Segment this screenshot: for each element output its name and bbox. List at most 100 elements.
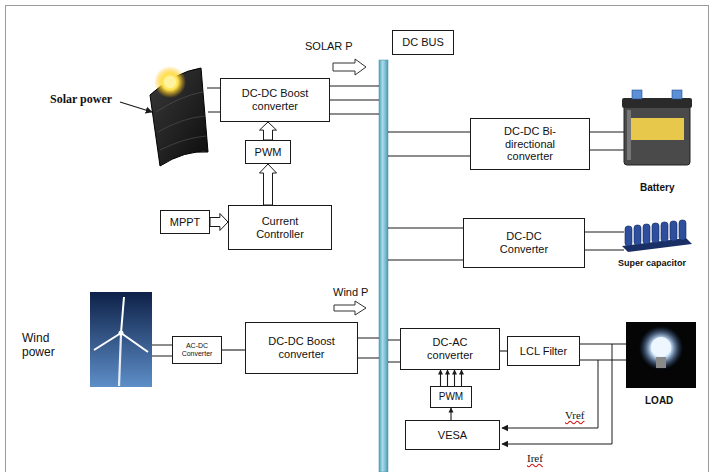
battery-lid	[622, 98, 692, 108]
wire	[152, 356, 172, 357]
turbine-tower	[119, 334, 121, 386]
block-arrow	[260, 164, 277, 205]
device-label: LOAD	[645, 395, 673, 407]
box-text: DC-DC Converter	[494, 230, 554, 255]
wire	[330, 100, 379, 101]
connector-line	[222, 349, 245, 350]
wire	[585, 250, 624, 251]
connector-line	[447, 370, 448, 386]
block-arrow	[210, 214, 228, 231]
pwm-box: PWM	[430, 386, 472, 408]
load-photo	[626, 322, 696, 388]
box-text: DC-DC Bi-directional converter	[490, 125, 570, 163]
battery-body	[624, 105, 690, 165]
box-text: Current Controller	[249, 215, 311, 240]
battery-highlight	[627, 110, 631, 160]
flow-label: Wind P	[333, 286, 368, 299]
turbine-blade	[121, 297, 124, 333]
capacitor-cell	[652, 223, 659, 243]
turbine-blade	[94, 333, 121, 350]
sun-glow	[154, 66, 186, 98]
box-text: DC BUS	[402, 36, 444, 49]
bulb	[651, 337, 671, 357]
source-label: Wind power	[22, 332, 66, 360]
connector-line	[461, 370, 462, 386]
wire	[590, 132, 624, 133]
converter-box: DC-DC Boost converter	[245, 322, 358, 374]
connector-line	[454, 370, 455, 386]
flow-label: SOLAR P	[305, 40, 353, 53]
box-text: LCL Filter	[520, 345, 567, 358]
wire	[388, 132, 470, 133]
wire	[330, 114, 379, 115]
capacitor-cell	[643, 224, 650, 244]
mppt-box: MPPT	[160, 210, 210, 234]
capacitor-cell	[670, 221, 677, 241]
source-label: Solar power	[50, 93, 112, 107]
battery-terminal	[632, 90, 642, 99]
wire	[388, 340, 400, 341]
wire	[580, 344, 626, 345]
battery-terminal	[672, 90, 682, 99]
panel-grid	[156, 92, 206, 150]
connector-line	[500, 350, 507, 351]
turbine-hub	[119, 331, 124, 336]
wire	[585, 232, 624, 233]
capacitor-cell	[625, 226, 632, 246]
box-text: AC-DC Converter	[177, 342, 217, 358]
wire	[358, 358, 379, 359]
signal-name: Vref	[565, 409, 585, 422]
controller-box: VESA	[405, 420, 500, 450]
wire	[358, 338, 379, 339]
power-flow-arrow	[334, 301, 366, 315]
wire	[388, 156, 470, 157]
filter-box: LCL Filter	[507, 336, 580, 366]
bulb-glow	[639, 326, 683, 370]
wire	[590, 150, 624, 151]
device-label: Super capacitor	[618, 258, 686, 268]
inverter-box: DC-AC converter	[400, 328, 500, 370]
wire	[152, 345, 172, 346]
converter-box: DC-DC Bi-directional converter	[470, 118, 590, 170]
capacitor-cell	[679, 220, 686, 240]
capacitor-cell	[634, 225, 641, 245]
box-text: DC-DC Boost converter	[261, 335, 343, 360]
connector-line	[440, 370, 441, 386]
capacitor-cell	[661, 222, 668, 242]
block-arrow	[260, 122, 277, 140]
leader-arrow	[120, 102, 152, 112]
device-label: Battery	[640, 182, 674, 194]
dc-bus-bar	[379, 60, 388, 472]
wire	[330, 86, 379, 87]
controller-box: Current Controller	[228, 205, 332, 250]
feedback-line	[502, 360, 598, 428]
box-text: PWM	[255, 146, 282, 159]
supercapacitor-bank	[622, 220, 692, 252]
turbine-blade	[121, 333, 148, 352]
box-text: DC-AC converter	[421, 336, 479, 361]
pwm-box: PWM	[245, 140, 291, 164]
converter-box: DC-DC Converter	[463, 218, 585, 268]
connector-line	[450, 408, 451, 420]
converter-box: DC-DC Boost converter	[220, 78, 330, 122]
wind-turbine-photo	[90, 292, 152, 387]
box-text: PWM	[439, 391, 463, 403]
box-text: DC-DC Boost converter	[234, 87, 316, 112]
bulb-base	[656, 357, 666, 368]
wire	[388, 228, 463, 229]
frame	[6, 6, 709, 472]
wire	[208, 112, 220, 113]
power-flow-arrow	[333, 59, 366, 75]
box-text: VESA	[438, 429, 467, 442]
wire	[388, 362, 400, 363]
wire	[580, 360, 626, 361]
battery-sticker	[630, 118, 684, 140]
bus-label-box: DC BUS	[392, 30, 454, 55]
box-text: MPPT	[170, 216, 201, 229]
sun	[164, 76, 176, 88]
wire	[207, 88, 220, 89]
converter-box: AC-DC Converter	[172, 336, 222, 364]
